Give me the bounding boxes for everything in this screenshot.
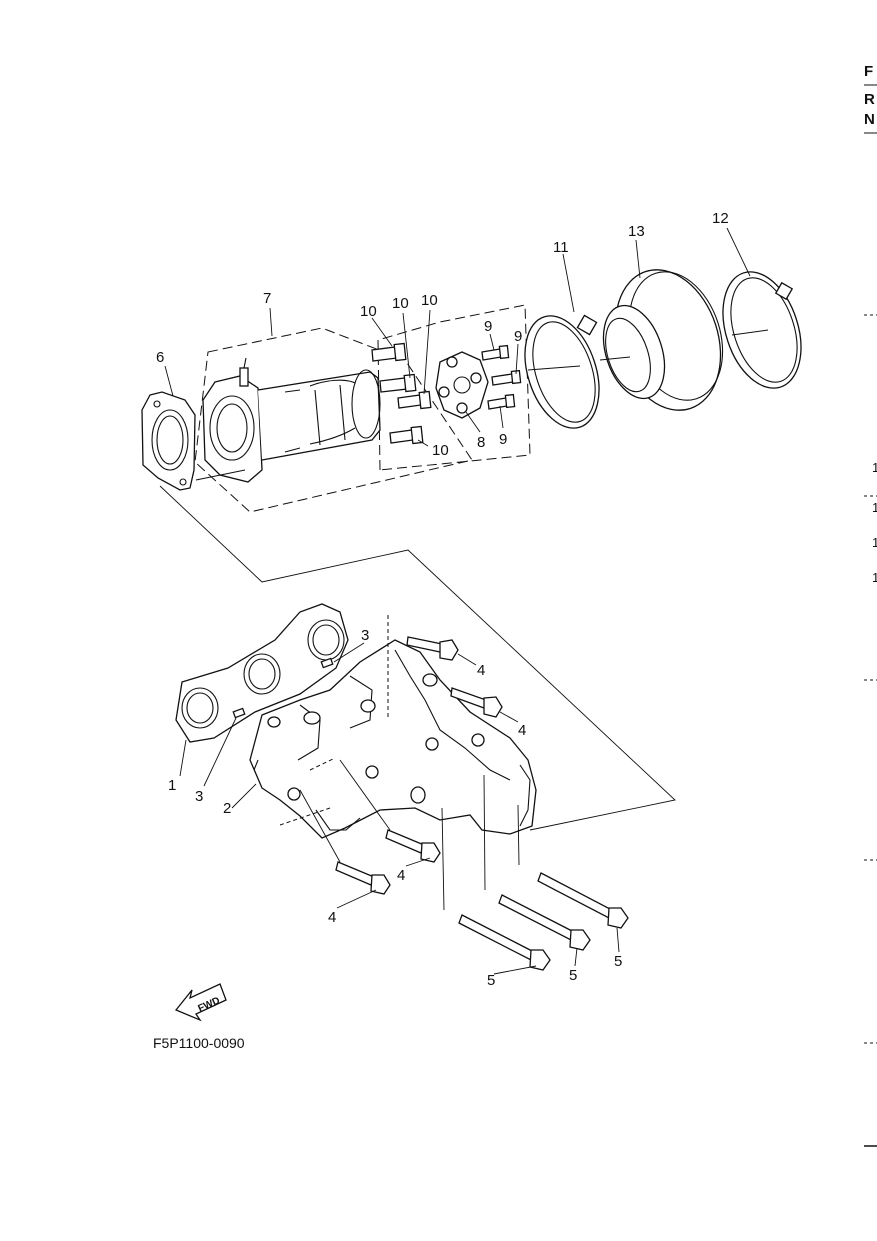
edge-number: 1: [872, 535, 877, 550]
edge-letter-f: F: [864, 63, 873, 80]
callout-leaders: [164, 227, 751, 975]
bolt-part-4: [335, 861, 391, 895]
bolt-part-4: [450, 687, 503, 718]
callout-1: 1: [168, 777, 176, 794]
edge-number: 1: [872, 570, 877, 585]
group-outline-8: [377, 304, 531, 471]
right-edge-fragment: F R N 1 1 1 1: [864, 63, 877, 1147]
bolt-part-5: [498, 894, 591, 951]
clamp-part-12: [722, 271, 802, 389]
callout-7: 7: [263, 290, 271, 307]
callout-10: 10: [421, 292, 438, 309]
callout-4: 4: [518, 722, 526, 739]
callout-9: 9: [514, 328, 522, 345]
exhaust-manifold-part-2: [249, 639, 537, 839]
callout-11: 11: [553, 239, 569, 256]
dowel-pin-part-3: [320, 657, 334, 669]
callout-10: 10: [360, 303, 377, 320]
callout-2: 2: [223, 800, 231, 817]
callout-4: 4: [477, 662, 485, 679]
dowel-pin-part-3: [232, 707, 246, 719]
callout-9: 9: [499, 431, 507, 448]
exhaust-pipe-part-7: [202, 357, 381, 483]
callout-10: 10: [392, 295, 409, 312]
callout-5: 5: [569, 967, 577, 984]
bolt-part-5: [458, 914, 551, 971]
callout-4: 4: [397, 867, 405, 884]
fwd-arrow-icon: FWD: [174, 983, 227, 1022]
connection-line: [159, 485, 676, 831]
edge-number: 1: [872, 500, 877, 515]
screw-part-9: [481, 344, 510, 361]
callout-5: 5: [614, 953, 622, 970]
callout-3: 3: [361, 627, 369, 644]
bolt-part-10: [389, 425, 424, 445]
edge-letter-r: R: [864, 91, 875, 108]
callout-6: 6: [156, 349, 164, 366]
bolt-part-4: [385, 829, 441, 863]
bolt-part-10: [371, 342, 407, 362]
screw-part-9: [487, 393, 516, 410]
edge-letter-n: N: [864, 111, 875, 128]
diagram-code: F5P1100-0090: [153, 1035, 245, 1051]
callout-12: 12: [712, 210, 729, 227]
screw-part-9: [491, 369, 522, 386]
callout-10: 10: [432, 442, 449, 459]
callout-4: 4: [328, 909, 336, 926]
bolt-part-10: [397, 390, 432, 410]
callout-5: 5: [487, 972, 495, 989]
gasket-part-6: [141, 391, 196, 491]
callout-labels: 1 2 3 3 4 4 4 4 4 5 5 5 6 7 8 9 9 9 10 1…: [156, 210, 729, 989]
clamp-part-11: [524, 314, 600, 429]
bolt-part-10: [379, 373, 417, 393]
callout-8: 8: [477, 434, 485, 451]
hose-part-13: [602, 269, 724, 411]
coupling-part-8: [435, 351, 489, 419]
callout-9: 9: [484, 318, 492, 335]
edge-number: 1: [872, 460, 877, 475]
callout-13: 13: [628, 223, 645, 240]
callout-3: 3: [195, 788, 203, 805]
bolt-part-5: [537, 872, 629, 929]
bolt-part-4: [406, 636, 459, 661]
